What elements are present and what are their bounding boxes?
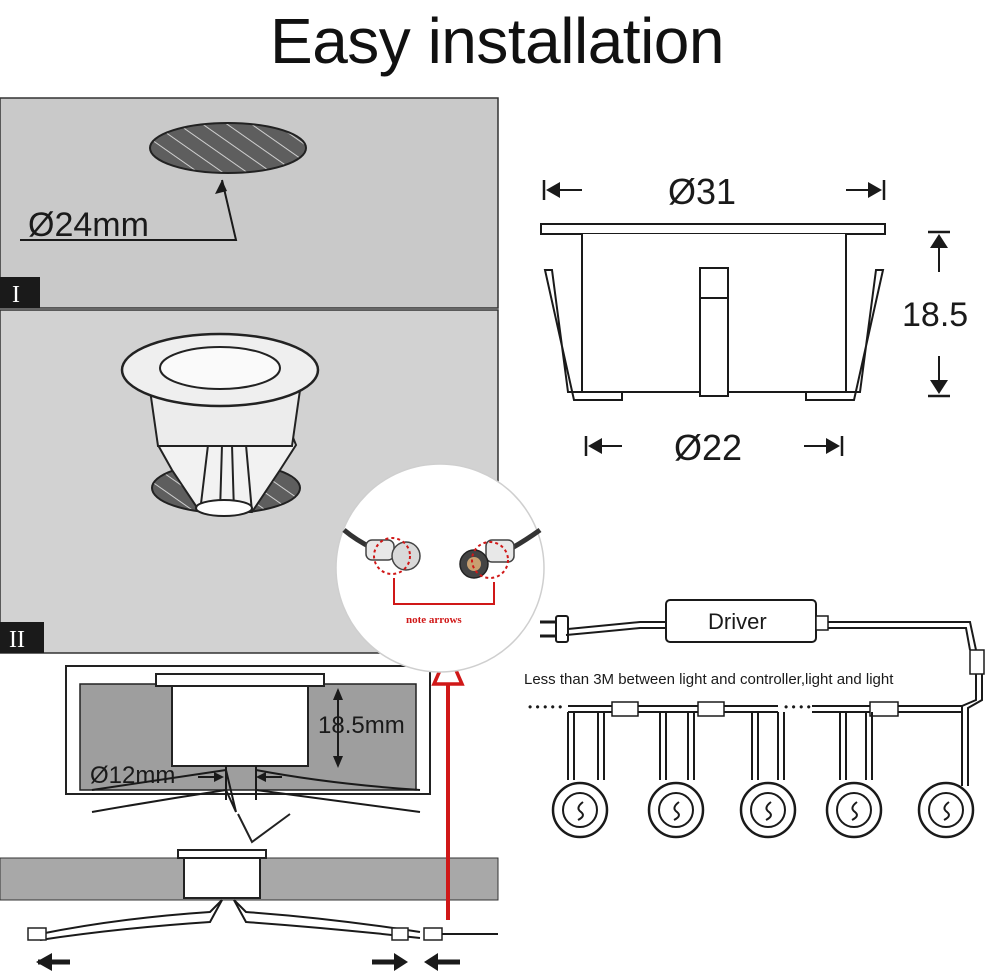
light-1	[551, 781, 609, 839]
svg-text:• • • •: • • • •	[784, 700, 811, 714]
distance-note: Less than 3M between light and controlle…	[524, 671, 894, 688]
drill-hole	[149, 122, 307, 174]
connector-detail: note arrows	[335, 463, 545, 673]
note-arrows-label: note arrows	[406, 614, 462, 626]
light-2	[647, 781, 705, 839]
section-height-label: 18.5mm	[318, 712, 405, 739]
light-5	[917, 781, 975, 839]
dimension-drawing: Ø31 18.5 Ø22	[540, 171, 968, 468]
driver-label: Driver	[708, 609, 767, 634]
install-surface	[0, 849, 499, 971]
light-4	[825, 781, 883, 839]
touch-icon	[765, 801, 772, 821]
cable-diameter-label: Ø12mm	[90, 762, 175, 789]
right-arrow-icon	[394, 953, 408, 971]
hole-diameter-label: Ø24mm	[28, 206, 149, 244]
touch-icon	[673, 801, 680, 821]
page-title: Easy installation	[270, 5, 724, 77]
cross-section-panel: 18.5mm Ø12mm	[65, 665, 431, 844]
bottom-diameter-label: Ø22	[674, 427, 742, 468]
power-plug-icon	[555, 615, 569, 643]
wiring-diagram: Driver Less than 3M between light and co…	[524, 599, 985, 839]
top-diameter-label: Ø31	[668, 171, 736, 212]
step-two-numeral: II	[9, 627, 25, 653]
light-3	[739, 781, 797, 839]
wiring-dots: • • • • •	[528, 700, 562, 714]
touch-icon	[851, 801, 858, 821]
height-label: 18.5	[902, 296, 968, 334]
left-arrow-icon	[36, 953, 52, 971]
left-arrow-icon	[424, 953, 438, 971]
step-one-numeral: I	[12, 282, 20, 308]
touch-icon	[577, 801, 584, 821]
touch-icon	[943, 801, 950, 821]
step-one-panel: Ø24mm I	[0, 97, 499, 309]
